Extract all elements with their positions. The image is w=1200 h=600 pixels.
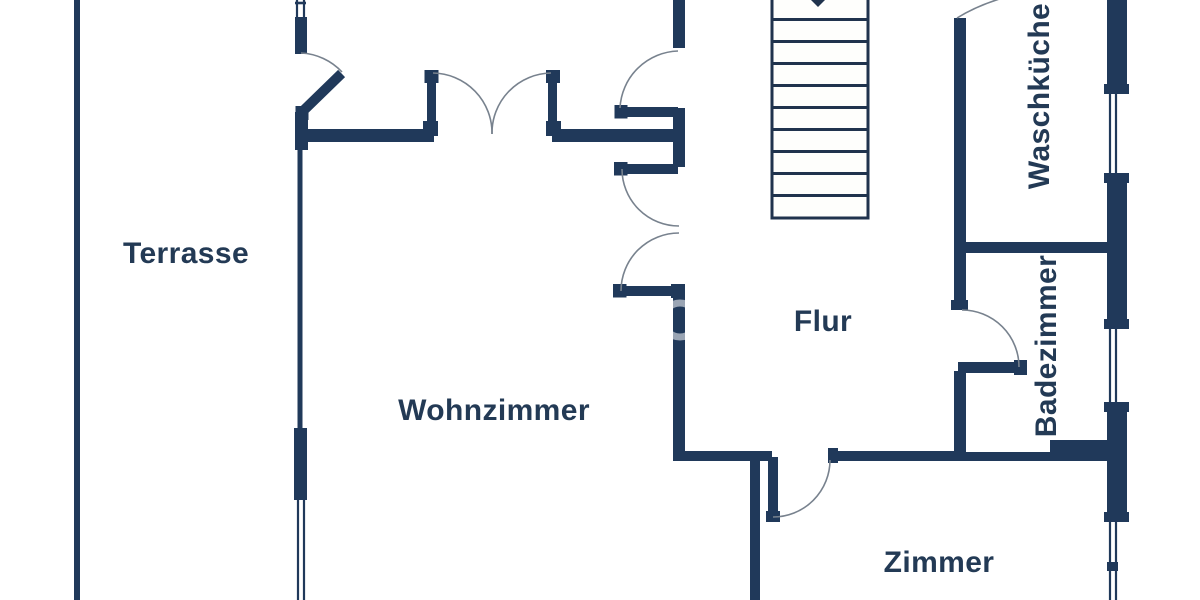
door-jamb-east <box>828 448 838 463</box>
door-leaf-left <box>427 72 436 135</box>
wall-entry-south-left <box>305 129 434 142</box>
door-leaf <box>295 69 346 119</box>
door-leaf-lower-cap <box>613 284 627 298</box>
door-leaf <box>768 457 778 515</box>
door-zimmer <box>766 448 838 522</box>
door-leaf-right <box>548 72 557 135</box>
door-swing-arc <box>619 50 679 109</box>
walls <box>74 0 1129 600</box>
wall-terrace-door-jamb-bottom <box>295 112 308 150</box>
window-terrace-top <box>295 0 306 18</box>
wall-waschkueche-west <box>954 18 966 242</box>
wall-east-cap3 <box>1104 319 1129 329</box>
door-badezimmer <box>958 309 1027 375</box>
wall-badezimmer-west-cap <box>951 300 968 310</box>
double-door-flur-wohnzimmer <box>613 162 685 298</box>
door-leaf-lower <box>614 286 680 296</box>
door-leaf-right-hinge <box>546 121 561 136</box>
room-label-flur: Flur <box>793 305 853 338</box>
door-swing-arc-left <box>432 72 493 135</box>
window-waschkueche-east <box>1108 90 1118 178</box>
wall-terrace-right-thin <box>297 148 303 429</box>
wall-badezimmer-south-thick <box>1050 440 1108 461</box>
door-leaf-right-cap <box>546 70 560 83</box>
door-swing-arc-lower <box>620 232 680 292</box>
watermark-ring <box>659 299 701 341</box>
wall-entry-south-right <box>552 129 678 142</box>
wall-east-cap1 <box>1104 84 1129 94</box>
wall-flur-west-bottom <box>673 297 685 451</box>
wall-terrace-door-jamb-top <box>295 17 307 54</box>
door-swing-arc <box>956 0 999 19</box>
window-wohnzimmer-left <box>296 500 306 600</box>
door-swing-arc <box>772 459 831 518</box>
staircase <box>770 0 870 220</box>
room-label-waschkueche: Waschküche <box>1023 2 1056 190</box>
door-leaf-upper-cap <box>614 162 628 176</box>
room-label-zimmer: Zimmer <box>883 546 995 579</box>
door-leaf-left-hinge <box>423 121 438 136</box>
door-leaf-lower-corner <box>671 284 685 298</box>
wall-flur-west-mid <box>673 108 685 167</box>
stair-direction-arrow-icon <box>811 0 825 7</box>
wall-east-seg3 <box>1107 407 1127 520</box>
window-zimmer-mid-post <box>1107 562 1118 571</box>
wall-terrace-left <box>74 0 80 600</box>
door-swing-arc <box>300 52 343 73</box>
wall-flur-south-right <box>831 451 966 461</box>
wall-flur-west-top <box>673 0 685 48</box>
door-swing-arc-right <box>491 72 552 135</box>
wall-zimmer-west <box>750 455 760 600</box>
wall-flur-south-left <box>673 451 772 461</box>
wall-badezimmer-south-thin <box>958 452 1053 461</box>
wall-east-seg2 <box>1107 178 1127 325</box>
window-badezimmer-east <box>1108 325 1118 407</box>
door-flur-entry <box>614 50 679 119</box>
door-waschkueche <box>956 0 999 19</box>
staircase-treads <box>772 18 868 197</box>
wall-badezimmer-west-bottom <box>954 371 966 452</box>
room-label-badezimmer: Badezimmer <box>1030 254 1063 438</box>
door-leaf-upper <box>616 164 678 174</box>
door-leaf-cap <box>1014 360 1027 375</box>
door-leaf-left-cap <box>424 70 439 83</box>
window-zimmer-east <box>1107 520 1118 600</box>
door-leaf-cap <box>295 106 309 120</box>
door-swing-arc-upper <box>621 168 680 227</box>
wall-east-cap5 <box>1104 512 1129 522</box>
windows <box>295 0 1118 600</box>
door-terrasse <box>295 52 346 120</box>
door-swing-arc <box>961 309 1020 368</box>
wall-waschkueche-badezimmer-divider <box>954 242 1127 253</box>
room-label-terrasse: Terrasse <box>122 237 250 270</box>
door-leaf <box>616 107 678 117</box>
wall-wohnzimmer-window-pier <box>294 428 307 500</box>
wall-east-seg1 <box>1107 0 1127 90</box>
room-label-wohnzimmer: Wohnzimmer <box>398 394 590 427</box>
door-leaf <box>958 362 1020 373</box>
wall-badezimmer-west-top <box>954 253 966 309</box>
door-french-wohnzimmer <box>423 70 561 136</box>
door-leaf-cap <box>614 105 628 119</box>
